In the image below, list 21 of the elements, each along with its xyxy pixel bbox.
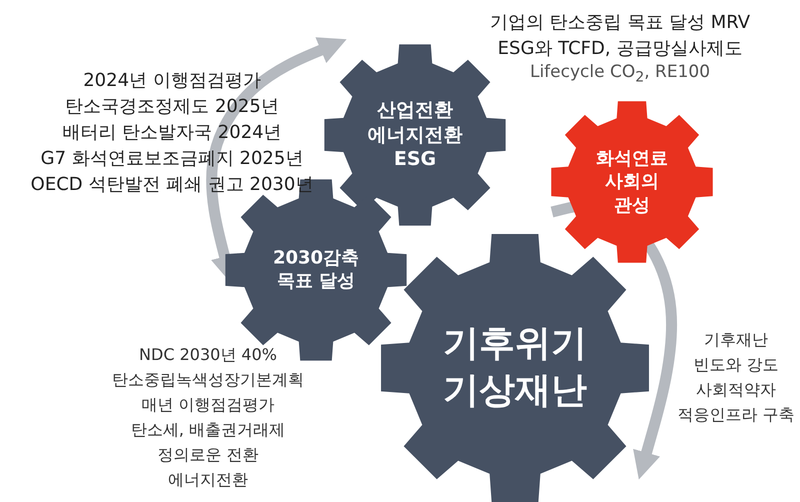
annotation-text: 정의로운 전환 [157, 445, 259, 466]
annotation-text: 기후재난 [704, 330, 768, 351]
annotation-text: 에너지전환 [168, 470, 248, 491]
annotation-text: 사회적약자 [696, 380, 776, 401]
annotation-text: NDC 2030년 40% [139, 345, 277, 366]
annotation-text: 2024년 이행점검평가 [83, 69, 261, 92]
gear-label: 화석연료 사회의 관성 [595, 146, 669, 218]
annotation-text: 탄소세, 배출권거래제 [130, 420, 286, 441]
annotation-text: Lifecycle CO$_{2}$, RE100 [530, 62, 710, 86]
gear-label: 기후위기 기상재난 [442, 322, 588, 413]
annotation-text: 빈도와 강도 [693, 355, 779, 376]
gear-label: 2030감축 목표 달성 [272, 246, 360, 294]
annotation-text: 매년 이행점검평가 [141, 395, 275, 416]
annotation-text: 배터리 탄소발자국 2024년 [62, 121, 282, 144]
annotation-text: ESG와 TCFD, 공급망실사제도 [498, 37, 742, 60]
annotation-text: 탄소중립녹색성장기본계획 [112, 370, 304, 391]
annotation-text: 탄소국경조정제도 2025년 [65, 95, 279, 118]
annotation-text: G7 화석연료보조금폐지 2025년 [40, 147, 304, 170]
annotation-text: 기업의 탄소중립 목표 달성 MRV [490, 11, 750, 34]
annotation-text: 적응인프라 구축 [677, 405, 795, 426]
gear-label: 산업전환 에너지전환 ESG [366, 98, 464, 172]
